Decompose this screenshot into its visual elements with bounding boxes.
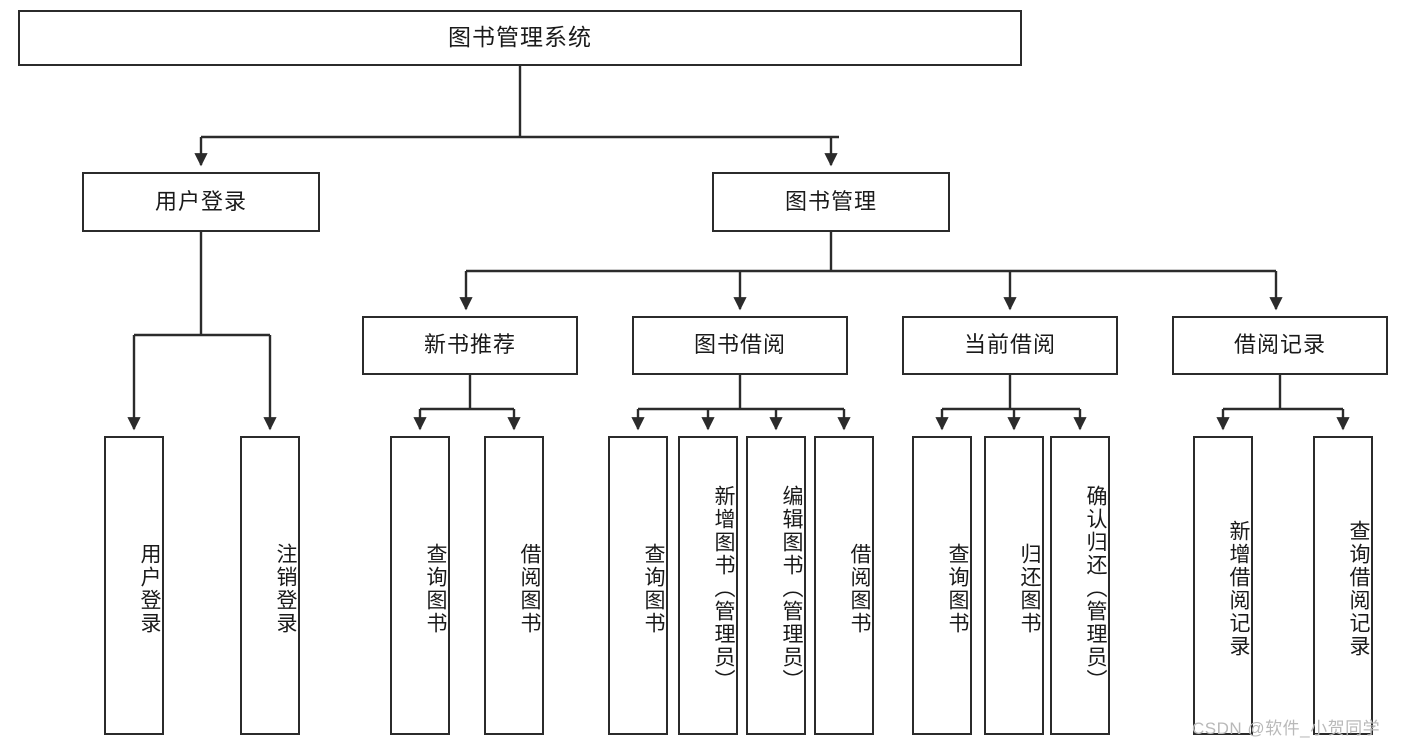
node-label: 新增图书（管理员） [712, 485, 735, 692]
leaf-borrow-book-2[interactable]: 借阅图书 [814, 436, 874, 735]
leaf-add-book-admin[interactable]: 新增图书（管理员） [678, 436, 738, 735]
leaf-query-book-2[interactable]: 查询图书 [608, 436, 668, 735]
csdn-watermark: CSDN @软件_小贺同学 [1192, 719, 1381, 738]
node-label: 查询图书 [946, 542, 969, 635]
node-label: 查询图书 [424, 542, 447, 635]
node-label: 借阅记录 [1233, 332, 1326, 358]
node-borrow-record[interactable]: 借阅记录 [1172, 316, 1388, 375]
node-label: 确认归还（管理员） [1084, 485, 1107, 692]
leaf-add-borrow-record[interactable]: 新增借阅记录 [1193, 436, 1253, 735]
node-label: 用户登录 [138, 542, 161, 635]
node-label: 查询借阅记录 [1347, 519, 1370, 658]
node-label: 图书借阅 [693, 332, 786, 358]
node-root-book-management-system[interactable]: 图书管理系统 [18, 10, 1022, 66]
node-label: 图书管理系统 [448, 24, 592, 51]
node-book-manage[interactable]: 图书管理 [712, 172, 950, 232]
node-book-borrow[interactable]: 图书借阅 [632, 316, 848, 375]
node-label: 编辑图书（管理员） [780, 485, 803, 692]
leaf-query-book-1[interactable]: 查询图书 [390, 436, 450, 735]
leaf-query-book-3[interactable]: 查询图书 [912, 436, 972, 735]
node-current-borrow[interactable]: 当前借阅 [902, 316, 1118, 375]
node-label: 借阅图书 [518, 542, 541, 635]
node-label: 用户登录 [154, 188, 247, 214]
node-label: 注销登录 [274, 542, 297, 635]
node-label: 当前借阅 [963, 332, 1056, 358]
leaf-edit-book-admin[interactable]: 编辑图书（管理员） [746, 436, 806, 735]
node-user-login[interactable]: 用户登录 [82, 172, 320, 232]
node-label: 图书管理 [784, 188, 877, 214]
leaf-borrow-book-1[interactable]: 借阅图书 [484, 436, 544, 735]
leaf-return-book[interactable]: 归还图书 [984, 436, 1044, 735]
node-new-book-recommend[interactable]: 新书推荐 [362, 316, 578, 375]
leaf-confirm-return-admin[interactable]: 确认归还（管理员） [1050, 436, 1110, 735]
node-label: 新书推荐 [423, 332, 516, 358]
node-label: 新增借阅记录 [1227, 519, 1250, 658]
leaf-user-login[interactable]: 用户登录 [104, 436, 164, 735]
node-label: 归还图书 [1018, 542, 1041, 635]
node-label: 借阅图书 [848, 542, 871, 635]
leaf-query-borrow-record[interactable]: 查询借阅记录 [1313, 436, 1373, 735]
node-label: 查询图书 [642, 542, 665, 635]
leaf-logout-login[interactable]: 注销登录 [240, 436, 300, 735]
